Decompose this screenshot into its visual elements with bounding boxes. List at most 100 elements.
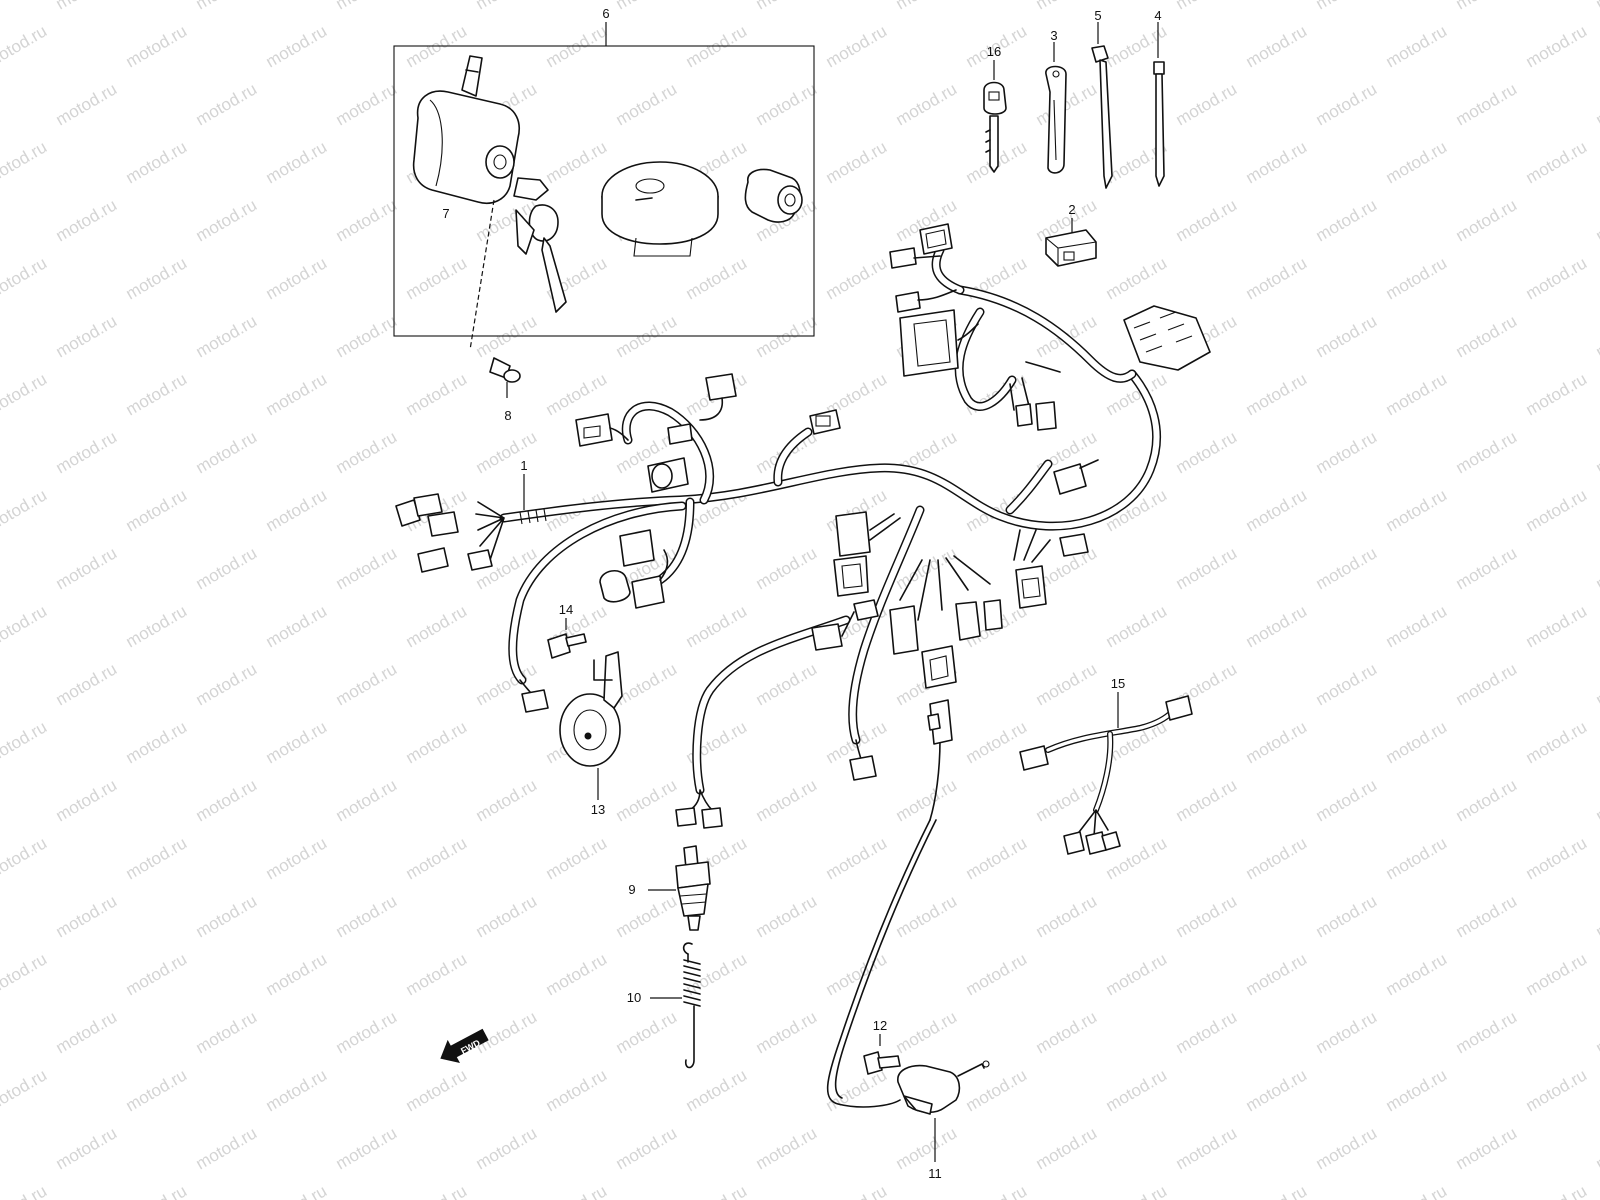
- watermark-text: motod.ru: [333, 543, 401, 593]
- watermark-text: motod.ru: [193, 543, 261, 593]
- watermark-text: motod.ru: [1033, 0, 1101, 13]
- watermark-text: motod.ru: [1523, 137, 1591, 187]
- watermark-text: motod.ru: [1173, 195, 1241, 245]
- watermark-text: motod.ru: [1033, 1123, 1101, 1173]
- watermark-text: motod.ru: [1453, 543, 1521, 593]
- callout-label-13: 13: [591, 802, 605, 817]
- watermark-text: motod.ru: [613, 1007, 681, 1057]
- watermark-text: motod.ru: [263, 717, 331, 767]
- callout-label-5: 5: [1094, 8, 1101, 23]
- key-part-16: [983, 60, 1007, 173]
- watermark-text: motod.ru: [893, 1007, 961, 1057]
- watermark-text: motod.ru: [0, 21, 50, 71]
- watermark-text: motod.ru: [893, 0, 961, 13]
- watermark-text: motod.ru: [193, 79, 261, 129]
- watermark-text: motod.ru: [333, 775, 401, 825]
- watermark-text: motod.ru: [1593, 311, 1600, 361]
- watermark-text: motod.ru: [963, 1065, 1031, 1115]
- watermark-text: motod.ru: [0, 833, 50, 883]
- watermark-text: motod.ru: [1383, 949, 1451, 999]
- watermark-text: motod.ru: [1523, 1181, 1591, 1200]
- watermark-text: motod.ru: [0, 485, 50, 535]
- sub-harness-part-15: [1019, 692, 1193, 855]
- watermark-text: motod.ru: [123, 21, 191, 71]
- callout-label-12: 12: [873, 1018, 887, 1033]
- callout-label-1: 1: [520, 458, 527, 473]
- watermark-text: motod.ru: [53, 1007, 121, 1057]
- switch-part-9: [648, 845, 711, 931]
- watermark-text: motod.ru: [893, 79, 961, 129]
- watermark-text: motod.ru: [0, 949, 50, 999]
- watermark-text: motod.ru: [683, 1065, 751, 1115]
- ignition-switch-set-box: [393, 22, 815, 337]
- watermark-text: motod.ru: [1523, 1065, 1591, 1115]
- watermark-text: motod.ru: [1173, 891, 1241, 941]
- watermark-text: motod.ru: [123, 833, 191, 883]
- watermark-text: motod.ru: [53, 311, 121, 361]
- watermark-text: motod.ru: [53, 427, 121, 477]
- watermark-text: motod.ru: [963, 1181, 1031, 1200]
- watermark-text: motod.ru: [1383, 21, 1451, 71]
- watermark-text: motod.ru: [473, 891, 541, 941]
- watermark-text: motod.ru: [1313, 775, 1381, 825]
- watermark-text: motod.ru: [473, 775, 541, 825]
- watermark-text: motod.ru: [1313, 1007, 1381, 1057]
- watermark-text: motod.ru: [1383, 601, 1451, 651]
- watermark-text: motod.ru: [53, 891, 121, 941]
- watermark-text: motod.ru: [1173, 79, 1241, 129]
- watermark-text: motod.ru: [543, 1181, 611, 1200]
- watermark-text: motod.ru: [613, 0, 681, 13]
- watermark-text: motod.ru: [123, 949, 191, 999]
- watermark-text: motod.ru: [1243, 1181, 1311, 1200]
- watermark-text: motod.ru: [1033, 1007, 1101, 1057]
- watermark-text: motod.ru: [123, 1181, 191, 1200]
- watermark-text: motod.ru: [473, 1123, 541, 1173]
- watermark-text: motod.ru: [753, 543, 821, 593]
- callout-label-11: 11: [928, 1166, 942, 1181]
- watermark-text: motod.ru: [263, 1065, 331, 1115]
- watermark-text: motod.ru: [1523, 833, 1591, 883]
- watermark-text: motod.ru: [403, 1181, 471, 1200]
- watermark-text: motod.ru: [193, 427, 261, 477]
- spring-part-10: [650, 942, 701, 1069]
- callout-label-9: 9: [628, 882, 635, 897]
- watermark-text: motod.ru: [1593, 543, 1600, 593]
- connector-part-2: [1045, 218, 1097, 267]
- watermark-text: motod.ru: [333, 1123, 401, 1173]
- watermark-text: motod.ru: [1243, 485, 1311, 535]
- watermark-text: motod.ru: [123, 369, 191, 419]
- watermark-text: motod.ru: [1243, 253, 1311, 303]
- watermark-text: motod.ru: [1383, 1065, 1451, 1115]
- watermark-text: motod.ru: [1313, 891, 1381, 941]
- watermark-text: motod.ru: [1453, 775, 1521, 825]
- watermark-text: motod.ru: [473, 0, 541, 13]
- watermark-text: motod.ru: [823, 137, 891, 187]
- watermark-text: motod.ru: [333, 311, 401, 361]
- watermark-text: motod.ru: [53, 1123, 121, 1173]
- watermark-text: motod.ru: [1593, 79, 1600, 129]
- watermark-text: motod.ru: [1523, 717, 1591, 767]
- watermark-text: motod.ru: [1383, 137, 1451, 187]
- watermark-text: motod.ru: [1173, 543, 1241, 593]
- watermark-text: motod.ru: [1313, 311, 1381, 361]
- watermark-text: motod.ru: [0, 137, 50, 187]
- watermark-text: motod.ru: [1243, 717, 1311, 767]
- callout-label-14: 14: [559, 602, 573, 617]
- watermark-text: motod.ru: [193, 891, 261, 941]
- watermark-text: motod.ru: [53, 543, 121, 593]
- watermark-text: motod.ru: [333, 1007, 401, 1057]
- watermark-text: motod.ru: [1523, 253, 1591, 303]
- callout-label-7: 7: [442, 206, 449, 221]
- bolt-part-14: [547, 618, 587, 659]
- watermark-text: motod.ru: [1453, 1123, 1521, 1173]
- watermark-text: motod.ru: [123, 717, 191, 767]
- watermark-text: motod.ru: [683, 601, 751, 651]
- watermark-text: motod.ru: [193, 1123, 261, 1173]
- callout-label-10: 10: [627, 990, 641, 1005]
- watermark-text: motod.ru: [683, 253, 751, 303]
- callout-label-2: 2: [1068, 202, 1075, 217]
- watermark-text: motod.ru: [473, 427, 541, 477]
- watermark-text: motod.ru: [1593, 1123, 1600, 1173]
